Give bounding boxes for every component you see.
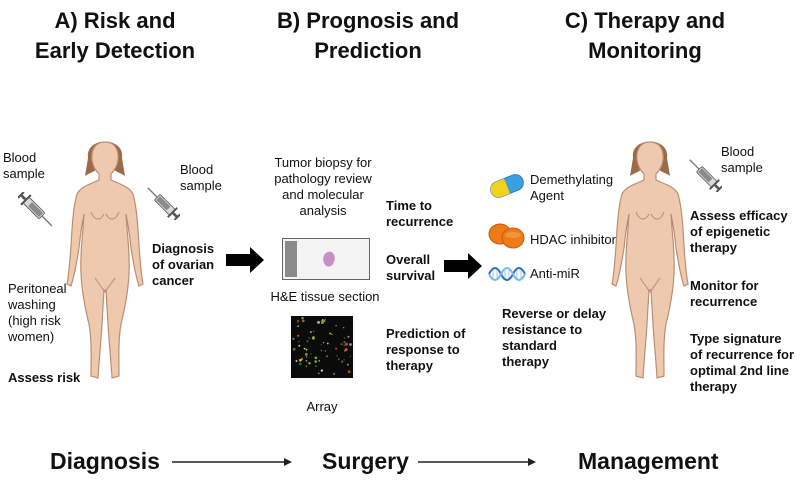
assess-line2: of epigenetic bbox=[690, 224, 771, 239]
slide-icon bbox=[282, 238, 370, 280]
assess-efficacy-label: Assess efficacy of epigenetic therapy bbox=[690, 208, 788, 256]
blood-left-line1: Blood bbox=[3, 150, 37, 165]
arrow-icon bbox=[418, 458, 536, 466]
peritoneal-line2: washing bbox=[8, 297, 56, 312]
blood-c-line2: sample bbox=[721, 160, 763, 175]
monitor-line2: recurrence bbox=[690, 294, 758, 309]
header-b-line2: Prediction bbox=[314, 38, 422, 63]
header-a: A) Risk and Early Detection bbox=[20, 6, 210, 66]
biopsy-line2: pathology review bbox=[274, 171, 372, 186]
prediction-line2: response to bbox=[386, 342, 460, 357]
demethylating-agent-label: Demethylating Agent bbox=[530, 172, 613, 204]
anti-mir-label: Anti-miR bbox=[530, 266, 580, 281]
block-arrow-icon bbox=[226, 247, 264, 273]
pill-icon bbox=[488, 223, 525, 249]
monitor-line1: Monitor for bbox=[690, 278, 759, 293]
biopsy-line1: Tumor biopsy for bbox=[274, 155, 372, 170]
footer-surgery: Surgery bbox=[322, 448, 409, 474]
time-to-recurrence-label: Time to recurrence bbox=[386, 198, 453, 230]
type-signature-label: Type signature of recurrence for optimal… bbox=[690, 331, 794, 395]
time-line2: recurrence bbox=[386, 214, 454, 229]
peritoneal-label: Peritoneal washing (high risk women) bbox=[8, 281, 67, 345]
syringe-icon bbox=[682, 152, 722, 192]
peritoneal-line3: (high risk bbox=[8, 313, 61, 328]
arrow-icon bbox=[172, 458, 292, 466]
microarray-icon bbox=[291, 316, 353, 378]
blood-sample-left-label: Blood sample bbox=[3, 150, 45, 182]
diagnosis-line2: of ovarian bbox=[152, 257, 215, 272]
array-label: Array bbox=[306, 399, 338, 414]
reverse-line1: Reverse or delay bbox=[502, 306, 607, 321]
he-tissue-label: H&E tissue section bbox=[270, 289, 380, 304]
overall-survival-label: Overall survival bbox=[386, 252, 435, 284]
biopsy-label: Tumor biopsy for pathology review and mo… bbox=[268, 155, 378, 219]
biopsy-line4: analysis bbox=[299, 203, 347, 218]
assess-risk-label: Assess risk bbox=[8, 370, 81, 385]
type-line1: Type signature bbox=[690, 331, 782, 346]
diagnosis-line3: cancer bbox=[152, 273, 194, 288]
blood-c-line1: Blood bbox=[721, 144, 755, 159]
header-c-line2: Monitoring bbox=[588, 38, 702, 63]
assess-line1: Assess efficacy bbox=[690, 208, 788, 223]
header-a-line2: Early Detection bbox=[34, 38, 196, 63]
prediction-line3: therapy bbox=[386, 358, 433, 373]
type-line2: of recurrence for bbox=[690, 347, 795, 362]
type-line4: therapy bbox=[690, 379, 737, 394]
reverse-line4: therapy bbox=[502, 354, 549, 369]
header-a-line1: A) Risk and bbox=[54, 8, 176, 33]
type-line3: optimal 2nd line bbox=[690, 363, 789, 378]
diagnosis-line1: Diagnosis bbox=[152, 241, 215, 256]
dna-icon bbox=[488, 267, 526, 281]
overall-line1: Overall bbox=[386, 252, 431, 267]
prediction-line1: Prediction of bbox=[386, 326, 466, 341]
header-b-line1: B) Prognosis and bbox=[276, 8, 460, 33]
syringe-icon bbox=[140, 180, 180, 220]
blood-sample-right-label: Blood sample bbox=[180, 162, 222, 194]
time-line1: Time to bbox=[386, 198, 432, 213]
monitor-recurrence-label: Monitor for recurrence bbox=[690, 278, 759, 310]
blood-sample-c-label: Blood sample bbox=[721, 144, 763, 176]
diagnosis-label: Diagnosis of ovarian cancer bbox=[152, 241, 214, 289]
header-b: B) Prognosis and Prediction bbox=[258, 6, 478, 66]
agent1-line2: Agent bbox=[530, 188, 564, 203]
blood-right-line2: sample bbox=[180, 178, 222, 193]
agent1-line1: Demethylating bbox=[530, 172, 614, 187]
blood-right-line1: Blood bbox=[180, 162, 214, 177]
pill-icon bbox=[490, 174, 524, 198]
header-c: C) Therapy and Monitoring bbox=[545, 6, 745, 66]
assess-line3: therapy bbox=[690, 240, 737, 255]
peritoneal-line4: women) bbox=[8, 329, 55, 344]
blood-left-line2: sample bbox=[3, 166, 45, 181]
header-c-line1: C) Therapy and bbox=[564, 8, 726, 33]
reverse-line3: standard bbox=[502, 338, 557, 353]
footer-management: Management bbox=[578, 448, 719, 474]
hdac-inhibitor-label: HDAC inhibitor bbox=[530, 232, 616, 247]
overall-line2: survival bbox=[386, 268, 436, 283]
biopsy-line3: and molecular bbox=[282, 187, 364, 202]
prediction-label: Prediction of response to therapy bbox=[386, 326, 465, 374]
syringe-icon bbox=[18, 192, 60, 234]
footer-diagnosis: Diagnosis bbox=[50, 448, 160, 474]
peritoneal-line1: Peritoneal bbox=[8, 281, 67, 296]
female-body-icon bbox=[55, 128, 155, 388]
reverse-line2: resistance to bbox=[502, 322, 583, 337]
reverse-resistance-label: Reverse or delay resistance to standard … bbox=[502, 306, 606, 370]
block-arrow-icon bbox=[444, 253, 482, 279]
